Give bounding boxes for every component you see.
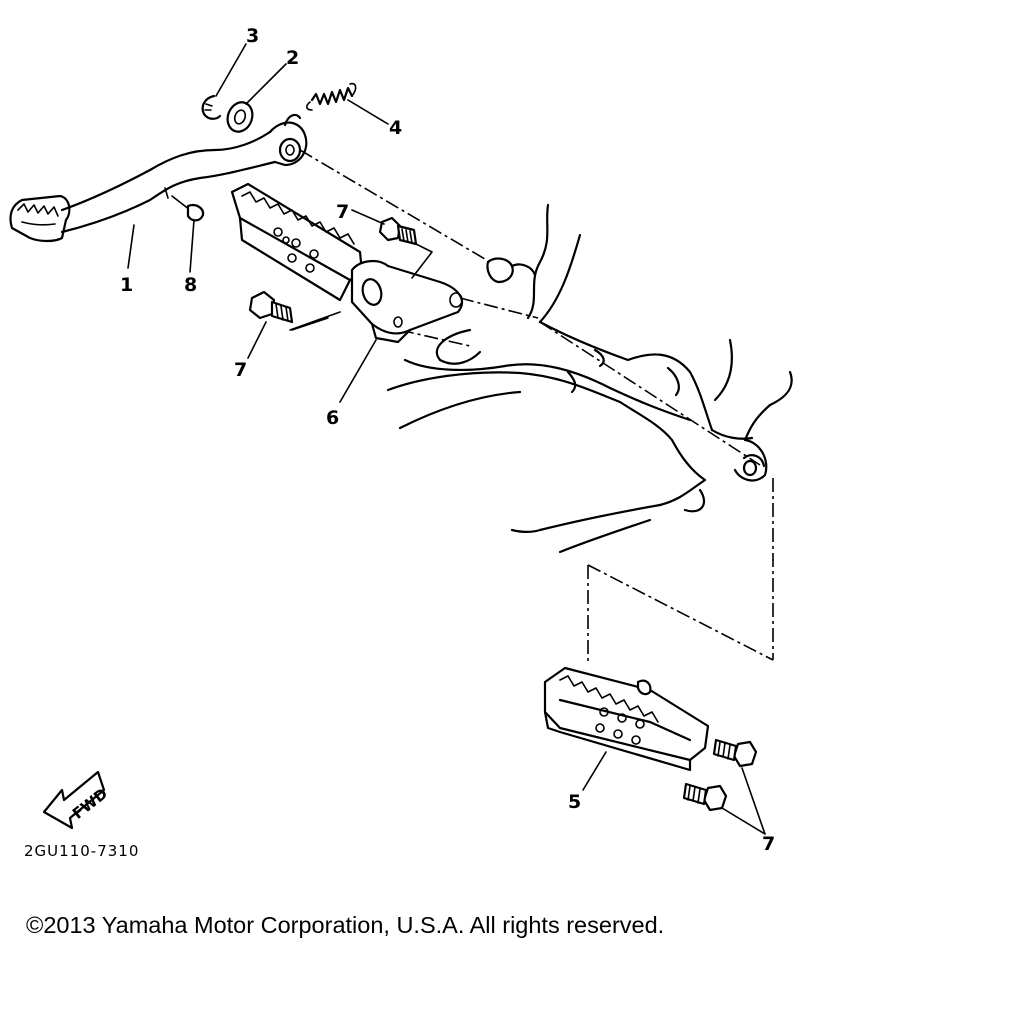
diagram-code: 2GU110-7310 (24, 842, 139, 860)
leader-lines (127, 43, 766, 835)
callout-7-left: 7 (234, 359, 247, 381)
bolt-upper (378, 216, 418, 246)
frame-outline (386, 203, 793, 554)
bolt-right-upper (712, 738, 758, 768)
left-footrest (230, 182, 464, 344)
callout-2: 2 (286, 47, 299, 69)
callout-6: 6 (326, 407, 339, 429)
bolt-right-lower (682, 782, 728, 812)
cotter-pin (171, 195, 205, 222)
fwd-arrow-icon: FWD (42, 770, 111, 830)
return-spring (306, 82, 357, 111)
callout-7-right: 7 (762, 833, 775, 855)
brake-pedal (9, 113, 308, 243)
callout-7-upper: 7 (336, 201, 349, 223)
callout-4: 4 (389, 117, 402, 139)
washer (226, 101, 254, 133)
assembly-lines (299, 149, 774, 662)
right-footrest (543, 666, 710, 772)
callout-3: 3 (246, 25, 259, 47)
callouts: 1 2 3 4 5 6 7 7 7 8 (120, 25, 775, 855)
callout-8: 8 (184, 274, 197, 296)
bolt-left (248, 290, 294, 324)
callout-1: 1 (120, 274, 133, 296)
callout-5: 5 (568, 791, 581, 813)
e-clip (201, 94, 222, 120)
copyright-notice: ©2013 Yamaha Motor Corporation, U.S.A. A… (26, 912, 665, 938)
